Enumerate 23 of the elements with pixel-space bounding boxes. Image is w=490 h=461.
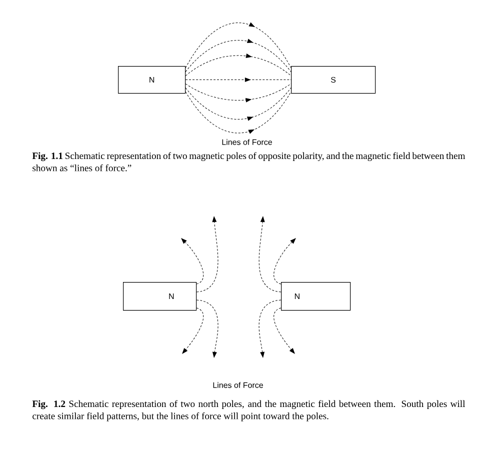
field-line-arrow <box>185 54 292 76</box>
figure-caption: Fig. 1.2 Schematic representation of two north poles, and the magnetic field between them. South poles will create similar field patterns, but the lines of force will point toward the poles. <box>32 400 466 422</box>
field-line-arrow <box>258 216 282 292</box>
field-line-arrow <box>185 84 292 102</box>
magnet-bar: N <box>123 282 197 311</box>
field-line-arrow <box>185 92 292 134</box>
field-line-arrow <box>181 238 204 284</box>
magnet-bar: S <box>291 66 376 94</box>
field-line-arrow <box>185 78 292 82</box>
field-line-arrow <box>182 308 204 354</box>
field-line-arrow <box>196 300 218 358</box>
lines-of-force-label: Lines of Force <box>222 139 272 145</box>
field-line-arrow <box>185 22 292 68</box>
magnet-bar: N <box>118 66 186 94</box>
field-line-arrow <box>274 238 296 284</box>
magnet-bar: N <box>281 282 351 311</box>
field-line-arrow <box>258 300 282 358</box>
figure-caption: Fig. 1.1 Schematic representation of two magnetic poles of opposite polarity, and the magnetic field between them shown as “lines of force.” <box>32 152 466 172</box>
field-line-arrow <box>185 38 292 72</box>
field-line-arrow <box>274 308 295 354</box>
field-line-arrow <box>185 88 292 121</box>
field-line-arrow <box>196 216 218 292</box>
lines-of-force-label: Lines of Force <box>213 382 263 388</box>
